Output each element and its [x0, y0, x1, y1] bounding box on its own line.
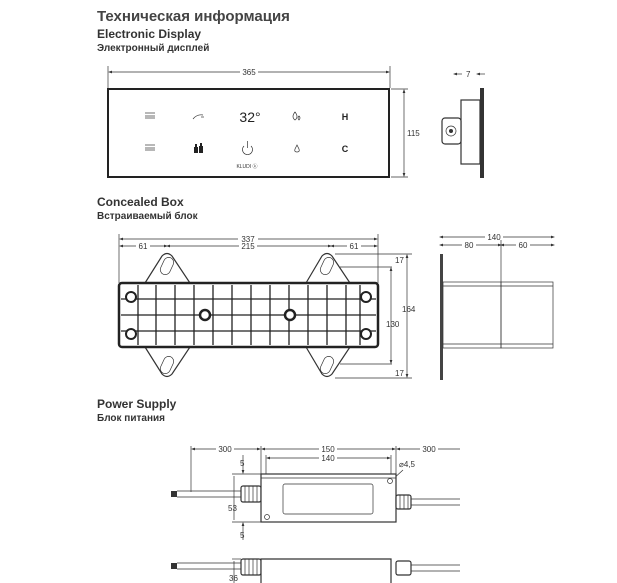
power-supply-top-view: 300 150 300 140 ⌀4,5 5 53 5 — [171, 444, 460, 540]
power-icon[interactable] — [242, 141, 253, 155]
box-title: Concealed Box — [97, 195, 184, 209]
page-title: Техническая информация — [97, 8, 290, 25]
psu-top-margin-dim: 5 — [240, 459, 245, 468]
power-supply-side-view: 36 — [171, 558, 460, 583]
cable-left-dim: 300 — [218, 445, 232, 454]
box-subtitle: Встраиваемый блок — [97, 210, 199, 222]
box-outer-height-dim: 164 — [402, 305, 416, 314]
box-inner-height-dim: 130 — [386, 320, 400, 329]
psu-bottom-margin-dim: 5 — [240, 531, 245, 540]
overhead-shower-icon — [145, 112, 155, 119]
water-drop-icon — [294, 144, 300, 153]
display-height-dim: 115 — [407, 129, 420, 138]
hole-spacing-dim: 140 — [321, 454, 335, 463]
brand-logo: KLUDI ⓚ — [236, 163, 257, 170]
box-front-view: 337 61 215 61 17 164 130 17 — [117, 234, 416, 379]
hand-shower-icon — [192, 114, 204, 120]
temperature-display: 32° — [239, 109, 260, 125]
soap-bottles-icon — [194, 143, 203, 153]
power-title: Power Supply — [97, 397, 177, 411]
hot-button[interactable]: H — [342, 112, 349, 122]
box-left-dim: 61 — [139, 242, 148, 251]
display-width-dim: 365 — [242, 68, 256, 77]
display-front-view: 365 115 32° H C KLUDI ⓚ — [107, 66, 420, 178]
box-right-dim: 61 — [350, 242, 359, 251]
psu-height-dim: 36 — [229, 574, 238, 583]
box-depth-a-dim: 80 — [465, 241, 474, 250]
ear-top-dim: 17 — [395, 256, 404, 265]
box-depth-dim: 140 — [487, 233, 501, 242]
box-middle-dim: 215 — [241, 242, 255, 251]
psu-width-dim: 53 — [228, 504, 237, 513]
cable-right-dim: 300 — [422, 445, 436, 454]
display-title: Electronic Display — [97, 27, 201, 41]
display-subtitle: Электронный дисплей — [97, 43, 209, 54]
box-total-dim: 337 — [241, 235, 255, 244]
hole-diameter-dim: ⌀4,5 — [399, 460, 415, 469]
overhead-shower-icon-2 — [145, 144, 155, 151]
box-side-view: 140 80 60 — [438, 233, 556, 380]
power-subtitle: Блок питания — [97, 413, 165, 424]
display-depth-dim: 7 — [466, 70, 471, 79]
ear-bottom-dim: 17 — [395, 369, 404, 378]
box-depth-b-dim: 60 — [519, 241, 528, 250]
psu-length-dim: 150 — [321, 445, 335, 454]
flame-drop-icon — [292, 111, 301, 121]
cold-button[interactable]: C — [342, 144, 349, 154]
display-side-view: 7 — [441, 70, 485, 178]
